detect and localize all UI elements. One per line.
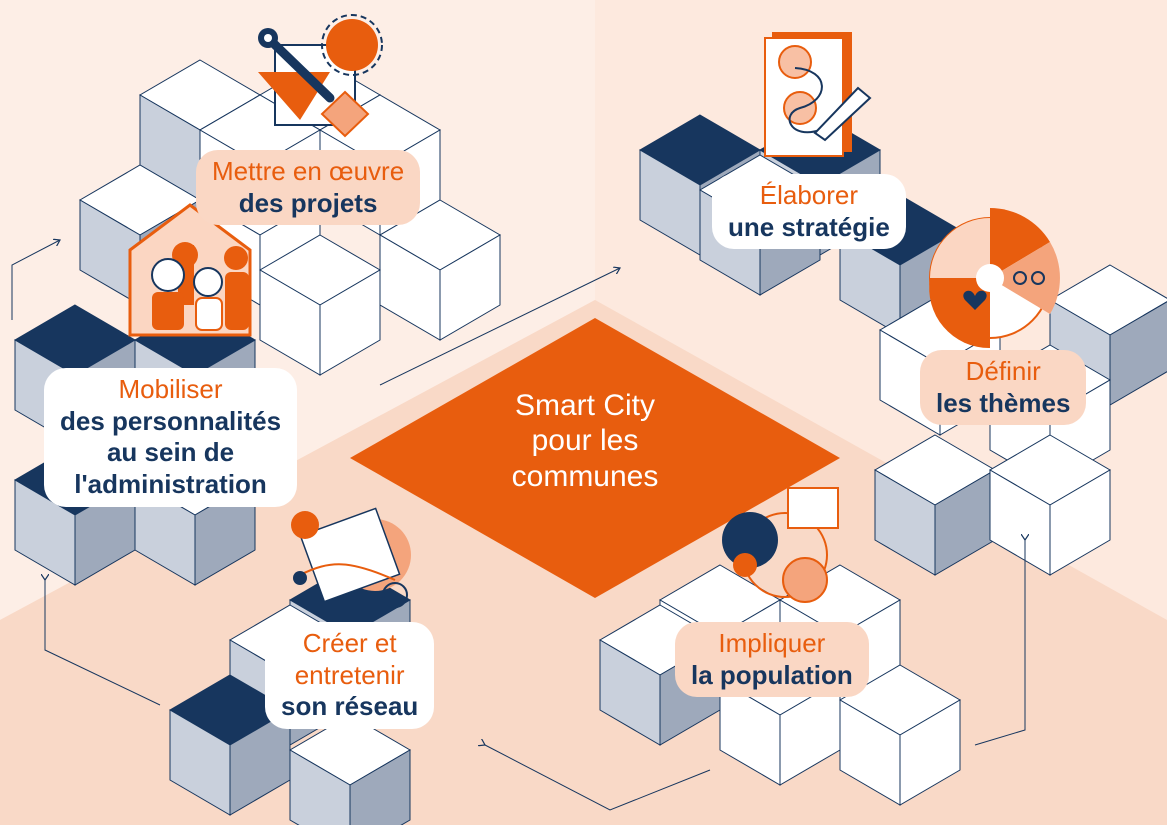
step-projets-object: des projets [238, 187, 378, 218]
step-label-projets: Mettre en œuvre des projets [196, 150, 421, 226]
step-personnalites-object3: l'administration [74, 469, 267, 500]
step-strategie-verb: Élaborer [759, 180, 859, 210]
center-title: Smart City pour les communes [420, 388, 750, 494]
step-themes-object: les thèmes [936, 387, 1071, 418]
step-personnalites-object: des personnalités [60, 405, 282, 436]
step-label-personnalites: Mobiliser des personnalités au sein de l… [44, 368, 298, 507]
step-population-verb: Impliquer [718, 628, 826, 658]
center-title-line2: pour les [531, 424, 639, 458]
step-reseau-verb2: entretenir [294, 659, 405, 690]
step-reseau-object: son réseau [281, 691, 419, 722]
speech-bubbles-icon [722, 487, 839, 603]
team-house-icon [128, 203, 252, 337]
step-label-themes: Définir les thèmes [920, 350, 1087, 426]
notebook-pencil-icon [764, 32, 872, 157]
step-themes-verb: Définir [965, 356, 1041, 386]
arrow-projets-strategie [379, 268, 620, 386]
arrow-reseau-population [485, 745, 711, 811]
arrow-personnalites-reseau [45, 580, 161, 706]
center-diamond [350, 318, 840, 598]
arrow-population-themes [974, 540, 1025, 746]
step-reseau-verb: Créer et [302, 628, 397, 658]
themes-wheel-icon [929, 208, 1060, 349]
step-projets-verb: Mettre en œuvre [212, 156, 405, 186]
step-population-object: la population [691, 659, 853, 690]
arrow-personnalites-projets [11, 240, 60, 320]
step-label-population: Impliquer la population [675, 622, 869, 698]
step-personnalites-verb: Mobiliser [118, 374, 223, 404]
step-strategie-object: une stratégie [728, 211, 890, 242]
step-personnalites-object2: au sein de [106, 437, 235, 468]
flow-arrows [11, 240, 1025, 811]
step-label-reseau: Créer et entretenir son réseau [265, 622, 435, 730]
tools-icon [258, 14, 383, 138]
network-map-icon [291, 507, 411, 608]
center-title-line1: Smart City [514, 389, 655, 422]
center-title-line3: communes [511, 459, 659, 493]
step-label-strategie: Élaborer une stratégie [712, 174, 906, 250]
